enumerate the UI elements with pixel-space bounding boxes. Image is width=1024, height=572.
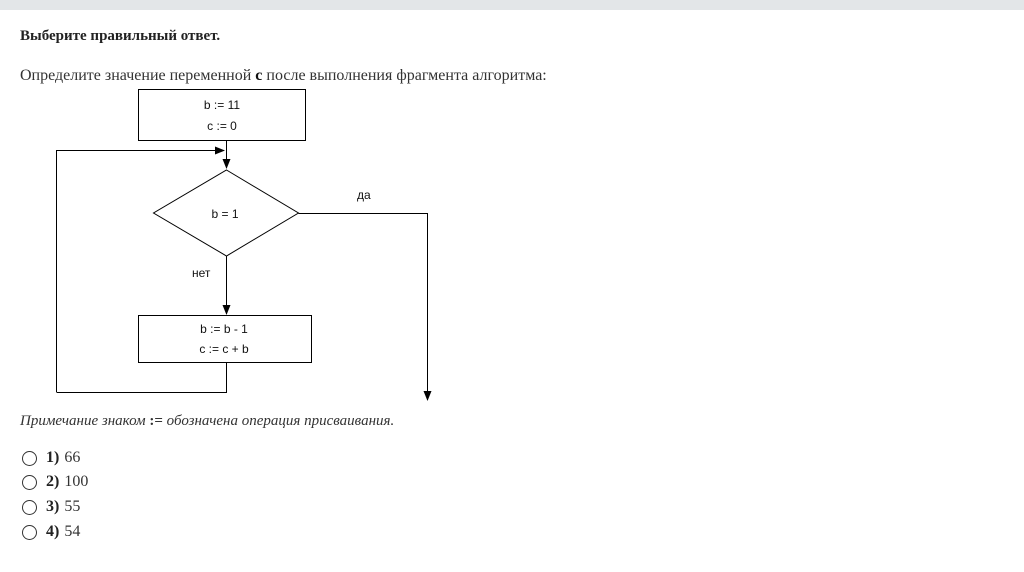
option-number: 1)	[46, 449, 60, 466]
option-number: 2)	[46, 473, 60, 490]
option-number: 4)	[46, 523, 60, 540]
init-block	[138, 89, 306, 141]
condition-label: b = 1	[211, 207, 238, 221]
init-line-1: b := 11	[204, 98, 240, 112]
loop-body-block	[138, 315, 312, 363]
loop-back-line	[56, 146, 225, 392]
radio-button[interactable]	[22, 474, 37, 490]
radio-button[interactable]	[22, 524, 37, 540]
radio-button[interactable]	[22, 499, 37, 515]
yes-branch-line	[298, 213, 432, 401]
top-bar	[0, 0, 1024, 10]
answer-option-4[interactable]: 4)54	[22, 523, 80, 541]
body-line-2: c := c + b	[199, 342, 249, 356]
no-label: нет	[192, 266, 211, 280]
body-line-1: b := b - 1	[200, 322, 248, 336]
answer-option-3[interactable]: 3)55	[22, 498, 80, 516]
yes-label: да	[357, 188, 371, 202]
option-value: 66	[64, 449, 81, 466]
question-text: Определите значение переменной c после в…	[20, 67, 547, 84]
radio-button[interactable]	[22, 450, 37, 466]
answer-option-1[interactable]: 1)66	[22, 449, 80, 467]
option-value: 100	[64, 473, 89, 490]
option-value: 55	[64, 498, 81, 515]
option-value: 54	[64, 523, 81, 540]
init-line-2: c := 0	[207, 119, 237, 133]
instruction-heading: Выберите правильный ответ.	[20, 28, 221, 44]
answer-option-2[interactable]: 2)100	[22, 473, 88, 491]
note-text: Примечание знаком := обозначена операция…	[20, 413, 395, 429]
loop-return-line	[56, 362, 227, 393]
option-number: 3)	[46, 498, 60, 515]
